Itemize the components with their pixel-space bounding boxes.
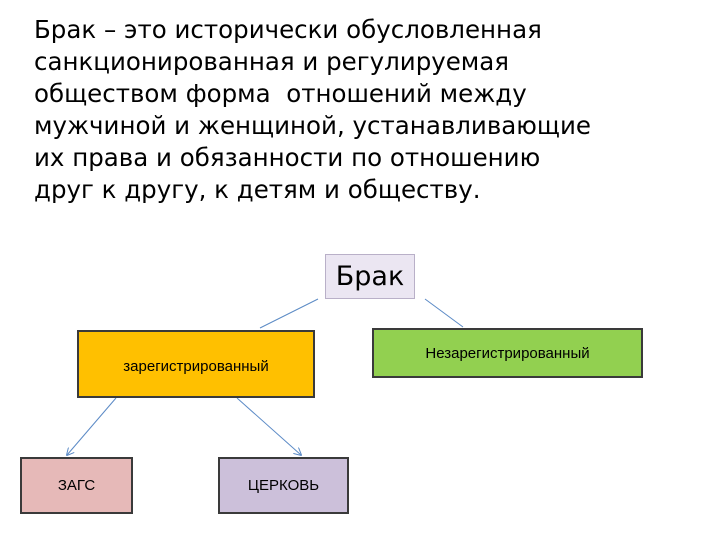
node-unregistered-label: Незарегистрированный xyxy=(425,344,590,362)
definition-line: их права и обязанности по отношению xyxy=(34,143,541,172)
definition-line: Брак – это исторически обусловленная xyxy=(34,15,542,44)
connector-root-unregistered xyxy=(424,298,464,328)
node-church: ЦЕРКОВЬ xyxy=(218,457,349,514)
connector-registered-zags xyxy=(67,397,117,455)
connector-root-registered xyxy=(259,298,319,329)
connector-registered-church xyxy=(236,397,301,455)
definition-line: друг к другу, к детям и обществу. xyxy=(34,175,481,204)
definition-line: мужчиной и женщиной, устанавливающие xyxy=(34,111,592,140)
node-unregistered: Незарегистрированный xyxy=(372,328,643,378)
definition-line: обществом форма отношений между xyxy=(34,79,527,108)
node-registered: зарегистрированный xyxy=(77,330,315,398)
node-church-label: ЦЕРКОВЬ xyxy=(247,477,320,494)
node-zags: ЗАГС xyxy=(20,457,133,514)
definition-text: Брак – это исторически обусловленная сан… xyxy=(34,14,694,206)
node-registered-label: зарегистрированный xyxy=(123,357,269,375)
node-marriage-label: Брак xyxy=(335,261,405,292)
node-marriage: Брак xyxy=(325,254,415,299)
node-zags-label: ЗАГС xyxy=(57,477,96,494)
definition-line: санкционированная и регулируемая xyxy=(34,47,510,76)
